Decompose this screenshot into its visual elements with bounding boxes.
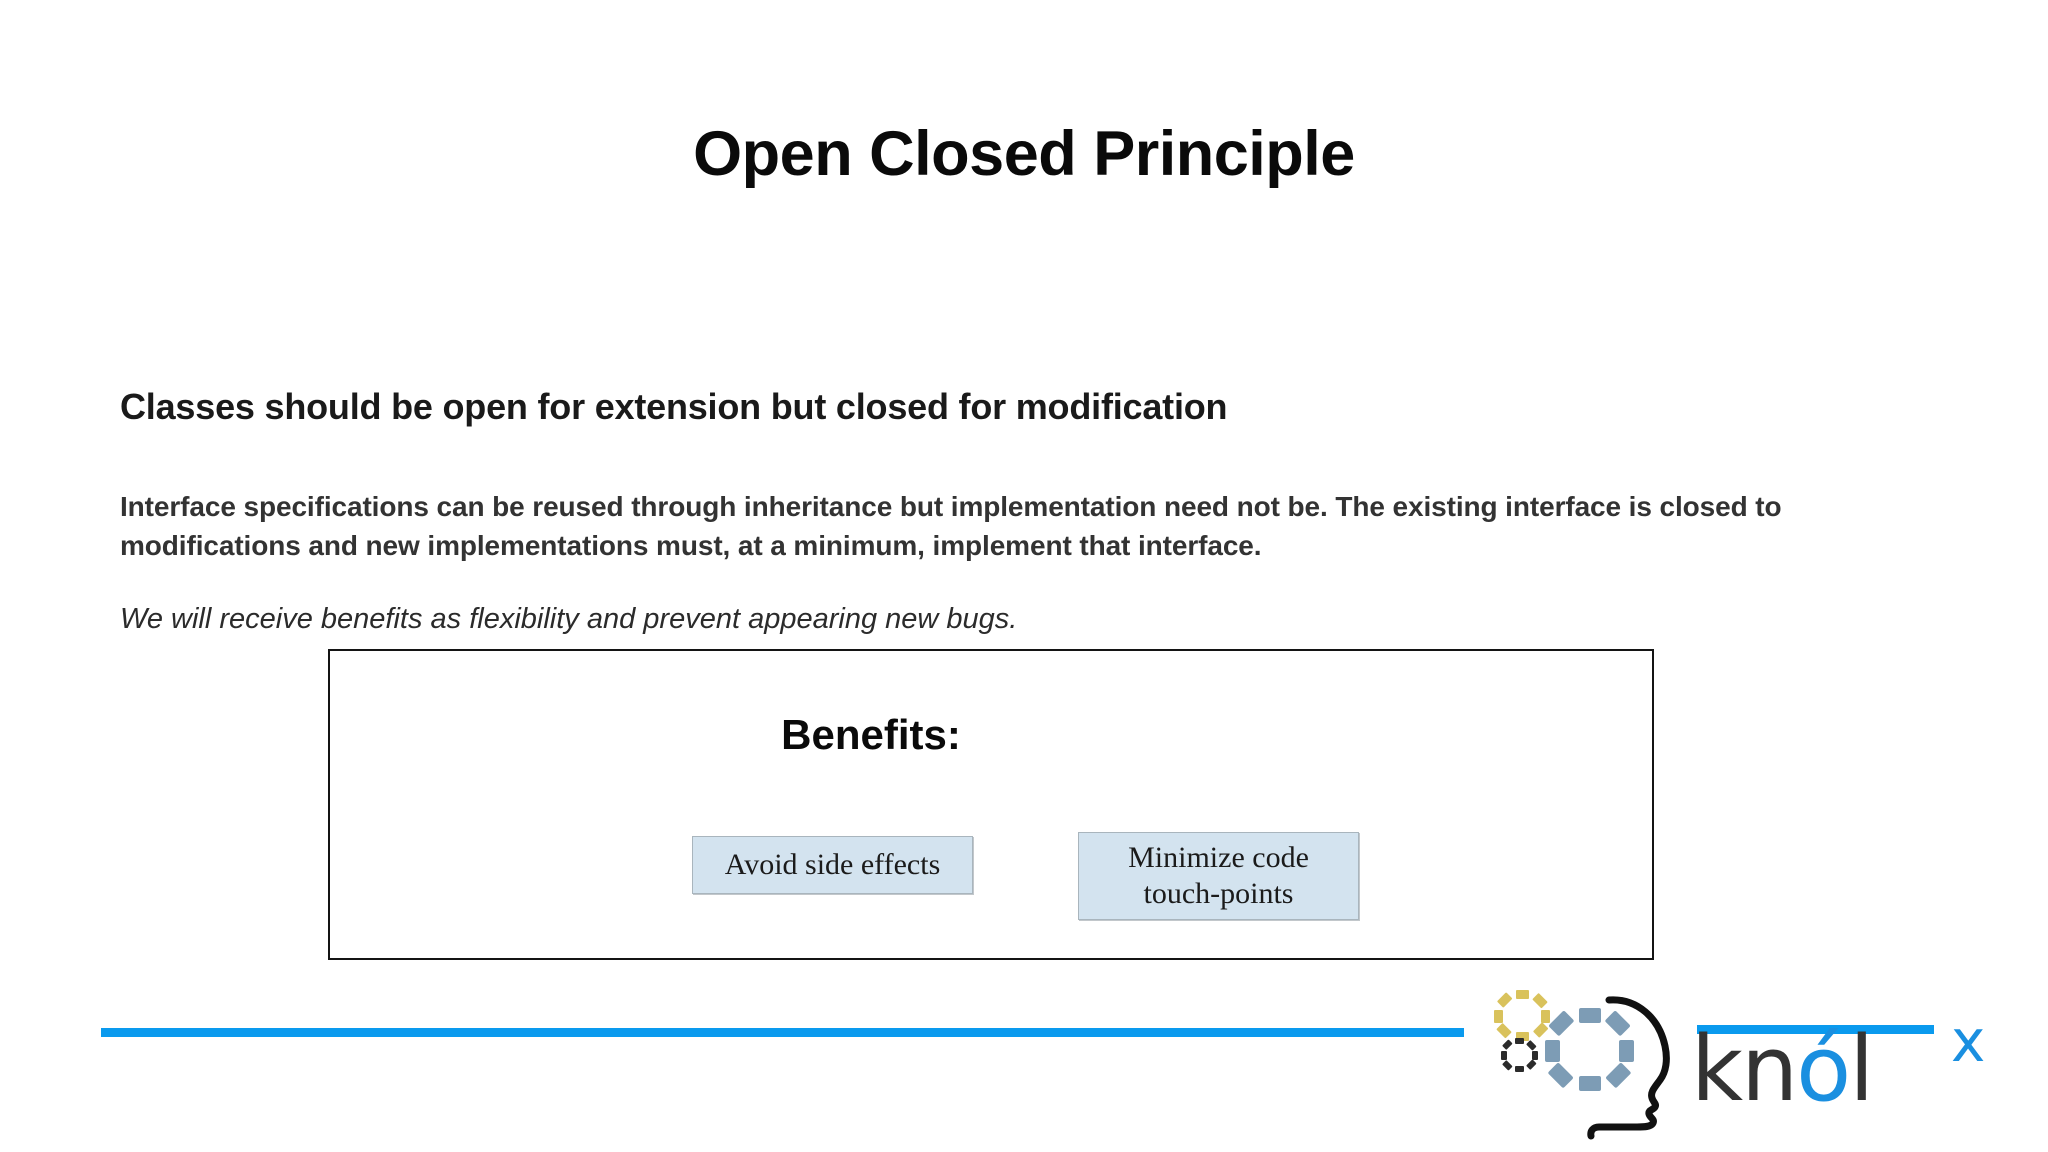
logo-word-accent: ó xyxy=(1796,1017,1851,1122)
page-title: Open Closed Principle xyxy=(693,119,1355,189)
head-profile-icon xyxy=(1494,990,1670,1140)
benefit-chip-label: Avoid side effects xyxy=(724,848,941,881)
logo-wordmark: knól x xyxy=(1683,1006,2043,1138)
detail-paragraph: Interface specifications can be reused t… xyxy=(120,491,1782,561)
benefits-frame: Benefits: xyxy=(328,649,1654,960)
yellow-ring-icon xyxy=(1494,990,1550,1041)
benefit-chip-label-line2: touch-points xyxy=(1143,877,1294,910)
benefit-chip-avoid-side-effects: Avoid side effects xyxy=(692,836,973,894)
dark-ring-icon xyxy=(1501,1038,1538,1072)
benefit-note: We will receive benefits as flexibility … xyxy=(120,603,1018,635)
logo-wordmark-text: knól xyxy=(1691,1017,1874,1122)
benefits-heading: Benefits: xyxy=(781,711,961,758)
lead-statement: Classes should be open for extension but… xyxy=(120,386,1228,427)
logo-word-suffix: l xyxy=(1849,1017,1874,1122)
network-ring-icon xyxy=(1545,1008,1634,1091)
brand-logo: knól x xyxy=(1487,988,2043,1152)
footer-accent-rule xyxy=(101,1028,1464,1037)
logo-accent-bar xyxy=(1697,1025,1934,1034)
benefit-chip-minimize-code-touch-points: Minimize code touch-points xyxy=(1078,832,1359,920)
logo-superscript-x: x xyxy=(1951,1007,1986,1075)
logo-word-prefix: kn xyxy=(1691,1017,1798,1122)
benefit-chip-label-line1: Minimize code xyxy=(1128,841,1309,874)
